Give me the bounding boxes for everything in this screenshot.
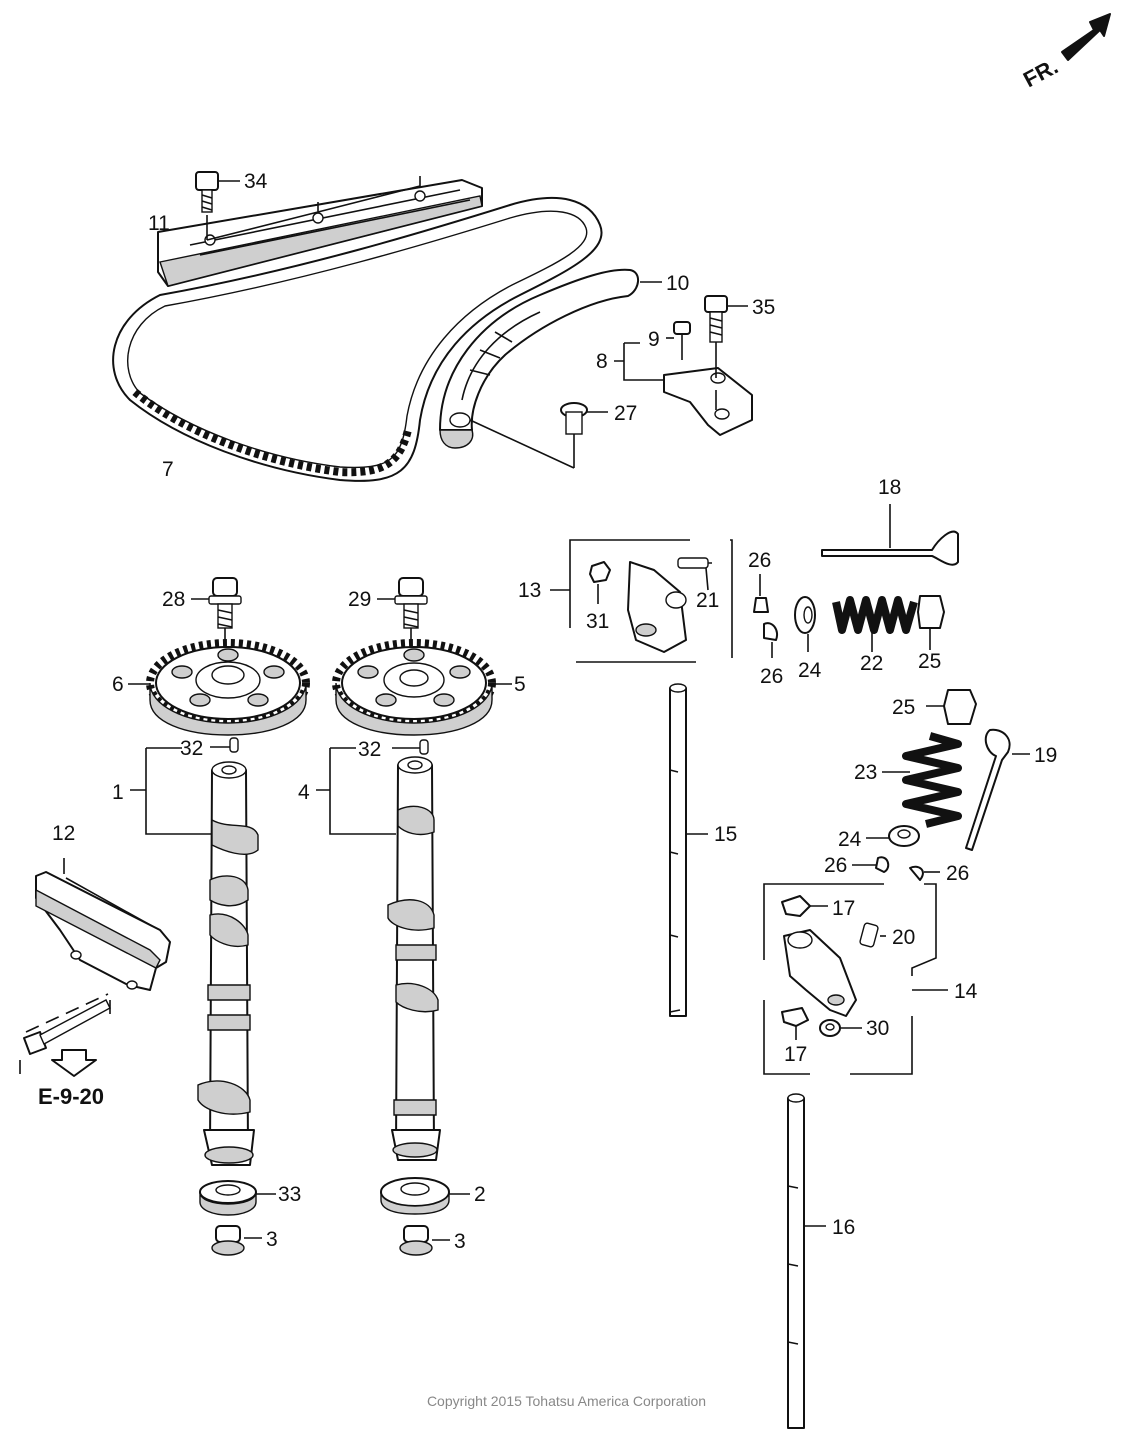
callout-26-a: 26 [748,549,771,572]
callout-10: 10 [666,272,689,295]
callout-6: 6 [112,673,124,696]
front-direction-label: FR. [1019,54,1062,93]
callout-5: 5 [514,673,526,696]
callout-33: 33 [278,1183,301,1206]
exhaust-valve-18 [821,504,959,566]
plug-3-right [399,1225,450,1256]
callout-3-right: 3 [454,1230,466,1253]
rocker-shaft-15 [669,683,708,1017]
callout-28: 28 [162,588,185,611]
callout-7: 7 [162,458,174,481]
callout-31: 31 [586,610,609,633]
rocker-arm-assembly-13 [550,539,733,663]
chain-tensioner-arm [439,268,662,449]
front-direction-arrow: FR. [1019,13,1111,93]
spring-retainer-24-upper [794,596,816,652]
callout-32-left: 32 [180,737,203,760]
chain-tensioner [614,342,753,436]
callout-2: 2 [474,1183,486,1206]
callout-27: 27 [614,402,637,425]
callout-26-d: 26 [946,862,969,885]
nut-30 [819,1019,862,1037]
bolt-28 [191,577,242,648]
callout-24-upper: 24 [798,659,822,682]
valve-seal-25-upper [917,595,945,650]
callout-4: 4 [298,781,310,804]
cam-sprocket-5 [332,639,512,736]
callout-18: 18 [878,476,901,499]
callout-labels: 1 2 3 3 4 5 6 7 8 9 10 11 12 13 14 15 16… [52,170,1057,1253]
callout-16: 16 [832,1216,855,1239]
bolt-35 [704,295,748,410]
callout-1: 1 [112,781,124,804]
intake-valve-19 [965,728,1030,851]
callout-19: 19 [1034,744,1057,767]
plug-3-left [211,1225,262,1256]
callout-11: 11 [148,212,170,235]
clip-17-lower [781,1007,809,1040]
bolt-29 [377,577,428,648]
callout-14: 14 [954,980,978,1003]
callout-12: 12 [52,822,75,845]
callout-25-lower: 25 [892,696,915,719]
reference-page-label: E-9-20 [38,1084,104,1109]
camshaft-cover-12 [35,858,171,991]
rocker-arm-assembly-14 [763,883,948,1075]
callout-35: 35 [752,296,775,319]
thrust-washer-33 [199,1180,276,1216]
valve-spring-23 [882,732,962,828]
valve-keeper-26-upper [753,574,769,613]
dowel-pin-32-right [392,739,429,755]
callout-9: 9 [648,328,660,351]
valve-spring-22 [832,596,918,652]
bolt-long [19,993,111,1075]
callout-22: 22 [860,652,883,675]
bolt-34 [195,171,421,241]
valve-keeper-26-lower [763,622,778,658]
valve-keeper-26-right [909,865,940,881]
valve-seal-25-lower [926,689,977,725]
clip-17-upper [781,895,828,917]
bolt-27 [469,402,608,469]
callout-15: 15 [714,823,737,846]
callout-29: 29 [348,588,371,611]
camshaft-4 [316,747,441,1161]
callout-26-b: 26 [760,665,783,688]
camshaft-1 [130,747,259,1166]
timing-chain [112,197,603,482]
reference-arrow: E-9-20 [38,1049,104,1109]
callout-8: 8 [596,350,608,373]
valve-keeper-26-left [852,856,890,873]
callout-34: 34 [244,170,268,193]
dowel-pin-32-left [210,737,239,753]
callout-13: 13 [518,579,541,602]
callout-17-lower: 17 [784,1043,807,1066]
callout-30: 30 [866,1017,889,1040]
callout-21: 21 [696,589,719,612]
copyright-notice: Copyright 2015 Tohatsu America Corporati… [426,1393,707,1409]
callout-25-upper: 25 [918,650,941,673]
rocker-shaft-16 [787,1093,826,1429]
cam-sprocket-6 [128,639,310,736]
callout-17-upper: 17 [832,897,855,920]
callout-3-left: 3 [266,1228,278,1251]
pin-9 [666,321,691,360]
callout-23: 23 [854,761,877,784]
callout-32-right: 32 [358,738,381,761]
callout-20: 20 [892,926,915,949]
callout-26-c: 26 [824,854,847,877]
thrust-plate-2 [380,1177,470,1215]
callout-24-lower: 24 [838,828,862,851]
spring-retainer-24-lower [866,825,920,847]
